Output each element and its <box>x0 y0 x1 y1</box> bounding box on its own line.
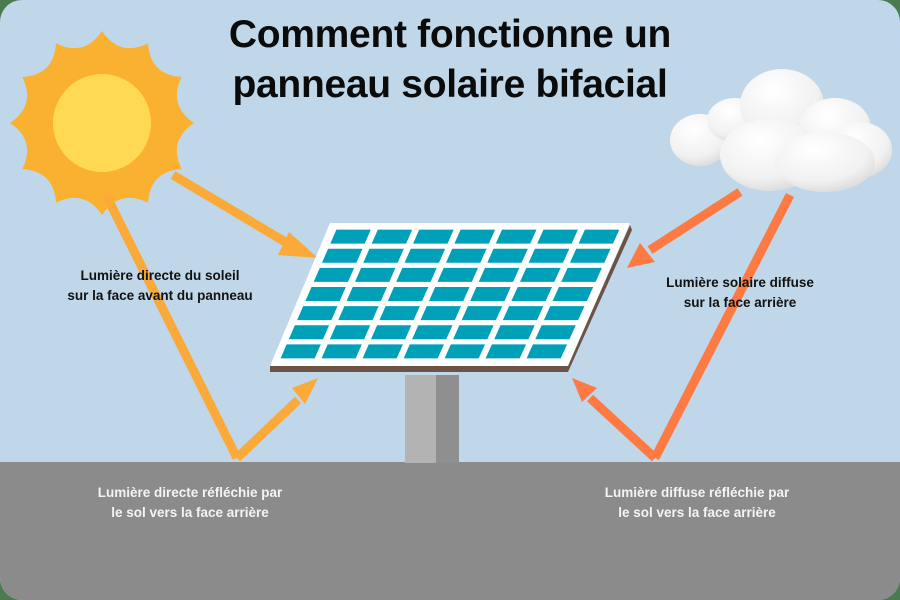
panel-cell <box>543 306 585 321</box>
label-line: Lumière solaire diffuse <box>666 275 814 290</box>
panel-cell <box>552 287 594 301</box>
panel-cell <box>537 229 578 244</box>
label-direct-front: Lumière directe du soleil sur la face av… <box>40 266 280 306</box>
panel-cell <box>526 344 568 359</box>
panel-cell <box>371 229 413 244</box>
label-line: sur la face arrière <box>683 295 797 310</box>
panel-cell <box>495 229 537 244</box>
diffuse-arrowheads <box>572 243 655 402</box>
panel-cell <box>485 344 526 359</box>
panel-cell <box>371 325 412 340</box>
panel-cell <box>453 325 494 340</box>
panel-cell <box>454 229 496 244</box>
panel-cell <box>511 287 552 301</box>
panel-cell <box>487 248 528 263</box>
panel-cell <box>478 267 520 282</box>
label-line: le sol vers la face arrière <box>618 505 776 520</box>
panel-cell <box>437 267 478 282</box>
panel-cell <box>305 287 346 301</box>
panel-cell <box>578 229 620 244</box>
panel-cell <box>446 248 487 263</box>
label-line: le sol vers la face arrière <box>111 505 269 520</box>
panel-cell <box>404 248 446 263</box>
panel-cell <box>329 325 371 340</box>
label-diffuse-back: Lumière solaire diffuse sur la face arri… <box>630 273 850 313</box>
panel-cell <box>346 287 387 301</box>
title-line-2: panneau solaire bifacial <box>232 63 668 106</box>
panel-cell <box>330 229 371 244</box>
panel-cell <box>420 306 461 321</box>
panel-cell <box>444 344 485 359</box>
panel-cell <box>403 344 444 359</box>
panel-cell <box>429 287 470 301</box>
panel-cell <box>494 325 535 340</box>
page-title: Comment fonctionne un panneau solaire bi… <box>150 10 750 110</box>
panel-cell <box>412 325 453 340</box>
panel-cell <box>379 306 420 321</box>
direct-arrowheads <box>278 232 318 404</box>
panel-cell <box>396 267 437 282</box>
panel-cell <box>461 306 503 321</box>
label-line: sur la face avant du panneau <box>67 288 253 303</box>
label-line: Lumière directe du soleil <box>80 268 240 283</box>
panel-cell <box>313 267 355 282</box>
panel-cell <box>528 248 570 263</box>
panel-cell <box>297 306 338 321</box>
label-line: Lumière diffuse réfléchie par <box>604 485 790 500</box>
panel-pole <box>405 375 459 463</box>
panel-cell <box>387 287 429 301</box>
panel-cell <box>362 344 403 359</box>
panel-cell <box>280 344 321 359</box>
panel-cell <box>535 325 576 340</box>
direct-light-arrows <box>101 171 302 462</box>
panel-cell <box>338 306 379 321</box>
label-ground-direct: Lumière directe réfléchie par le sol ver… <box>60 483 320 523</box>
panel-cell <box>561 267 602 282</box>
solar-panel-icon <box>270 223 632 372</box>
title-line-1: Comment fonctionne un <box>228 13 672 56</box>
panel-cell <box>322 248 363 263</box>
panel-cell <box>502 306 544 321</box>
ground <box>0 462 900 600</box>
label-line: Lumière directe réfléchie par <box>97 485 283 500</box>
cloud-icon <box>670 69 892 192</box>
panel-cell <box>470 287 511 301</box>
label-ground-diffuse: Lumière diffuse réfléchie par le sol ver… <box>562 483 832 523</box>
panel-cell <box>413 229 454 244</box>
panel-cell <box>288 325 330 340</box>
diffuse-light-arrows <box>586 188 795 462</box>
panel-cell <box>569 248 611 263</box>
panel-cell <box>363 248 404 263</box>
sun-icon <box>10 31 194 215</box>
panel-cell <box>321 344 362 359</box>
panel-cell <box>520 267 561 282</box>
panel-cell <box>355 267 396 282</box>
